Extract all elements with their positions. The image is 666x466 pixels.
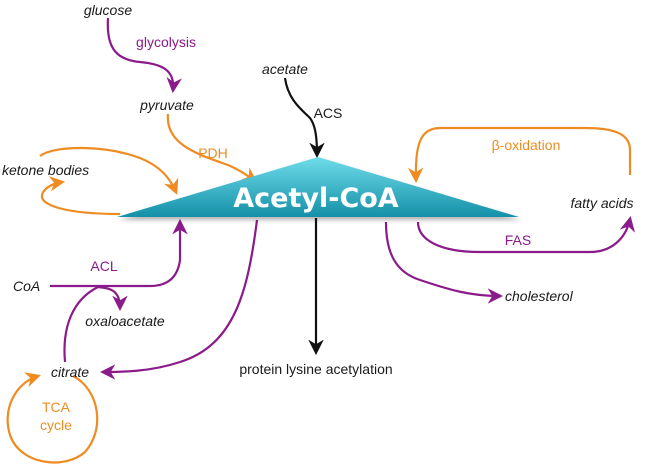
acetyl-coa-label: Acetyl-CoA [233, 183, 399, 214]
acetyl-coa-triangle [117, 157, 519, 217]
pdh-arrow [166, 113, 258, 183]
ketone-bodies-label: ketone bodies [2, 162, 89, 178]
ketogenesis-arrow [40, 176, 121, 216]
acl-arrow [50, 218, 188, 288]
glycolysis-arrow [106, 17, 182, 94]
pyruvate-label: pyruvate [139, 97, 194, 113]
acs-arrow [283, 77, 325, 159]
fas-arrow [416, 215, 635, 254]
acs-label: ACS [314, 105, 343, 121]
acl-label: ACL [90, 258, 117, 274]
ketolysis-arrow [39, 146, 179, 195]
tca-label-line1: TCA [42, 399, 71, 415]
tca-cycle-loop [6, 372, 99, 464]
citrate-synthesis-arrow [99, 219, 259, 380]
cholesterol-arrow [384, 221, 504, 304]
citrate-to-acl-line [63, 286, 99, 363]
protein-acetylation-label: protein lysine acetylation [239, 361, 392, 377]
coa-label: CoA [13, 278, 40, 294]
cholesterol-label: cholesterol [505, 288, 574, 304]
fas-label: FAS [505, 232, 531, 248]
pdh-label: PDH [198, 145, 228, 161]
glucose-label: glucose [84, 2, 132, 18]
fatty-acids-label: fatty acids [570, 195, 633, 211]
citrate-label: citrate [51, 364, 89, 380]
beta-oxidation-label: β-oxidation [492, 137, 561, 153]
acetate-label: acetate [262, 61, 308, 77]
glycolysis-label: glycolysis [136, 34, 196, 50]
oxaloacetate-arrow [97, 285, 128, 312]
oxaloacetate-label: oxaloacetate [85, 313, 165, 329]
tca-label-line2: cycle [40, 417, 72, 433]
beta-oxidation-arrow [407, 126, 632, 184]
